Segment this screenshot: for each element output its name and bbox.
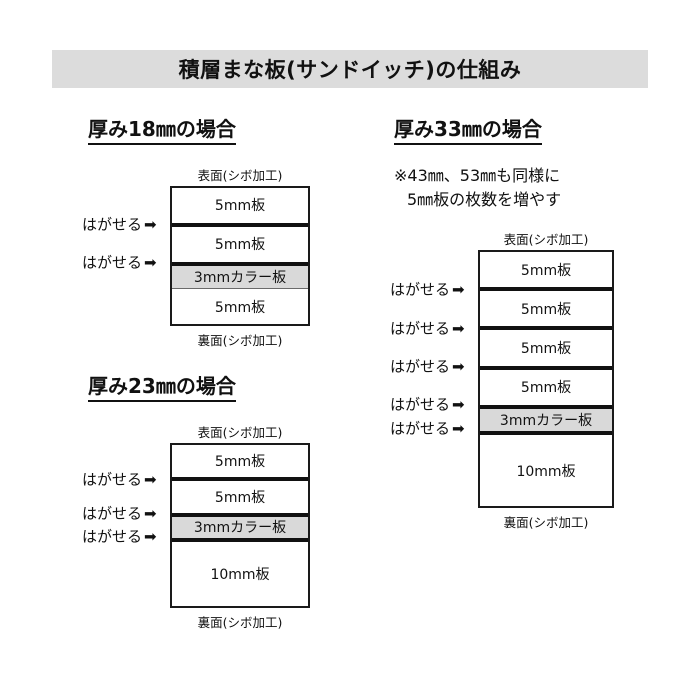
layer-label: 3mmカラー板 — [193, 269, 287, 286]
layer-33mm-4: 5mm板 — [480, 365, 612, 405]
layer-label: 5mm板 — [214, 198, 266, 215]
peel-arrow-icon: ➡ — [452, 419, 465, 438]
peel-arrow-icon: ➡ — [144, 253, 157, 272]
layer-label: 5mm板 — [520, 301, 572, 318]
layer-33mm-3: 5mm板 — [480, 326, 612, 366]
layer-23mm-1: 5mm板 — [172, 445, 308, 478]
layer-label: 5mm板 — [520, 341, 572, 358]
peel-arrow-icon: ➡ — [144, 215, 157, 234]
peel-label-text: はがせる — [82, 470, 143, 489]
layer-18mm-1: 5mm板 — [172, 188, 308, 223]
peel-label-text: はがせる — [82, 527, 143, 546]
peel-label-text: はがせる — [82, 215, 143, 234]
peel-arrow-icon: ➡ — [452, 280, 465, 299]
peel-label-33mm-4: はがせる➡ — [390, 395, 465, 414]
layer-18mm-3: 3mmカラー板 — [172, 261, 308, 289]
layer-stack-23mm: 5mm板 5mm板 3mmカラー板 10mm板 — [170, 443, 310, 608]
layer-33mm-5: 3mmカラー板 — [480, 404, 612, 432]
layer-label: 3mmカラー板 — [499, 413, 593, 430]
peel-label-text: はがせる — [390, 319, 451, 337]
layer-33mm-2: 5mm板 — [480, 287, 612, 327]
peel-label-23mm-1: はがせる➡ — [82, 472, 157, 487]
layer-label: 5mm板 — [214, 490, 266, 507]
layer-label: 5mm板 — [214, 299, 266, 316]
top-face-label-23mm: 表面(シボ加工) — [197, 425, 283, 440]
title-banner: 積層まな板(サンドイッチ)の仕組み — [52, 50, 648, 88]
bottom-face-label-18mm: 裏面(シボ加工) — [197, 333, 283, 348]
layer-33mm-1: 5mm板 — [480, 252, 612, 288]
peel-label-text: はがせる — [390, 419, 451, 438]
bottom-face-label-33mm: 裏面(シボ加工) — [503, 515, 589, 530]
layer-label: 5mm板 — [214, 454, 266, 471]
layer-label: 5mm板 — [214, 237, 266, 254]
peel-label-33mm-3: はがせる➡ — [390, 359, 465, 374]
peel-label-33mm-2: はがせる➡ — [390, 321, 465, 336]
section-heading-33mm: 厚み33㎜の場合 — [394, 118, 542, 145]
bottom-face-label-23mm: 裏面(シボ加工) — [197, 615, 283, 630]
peel-label-18mm-1: はがせる➡ — [82, 215, 157, 234]
peel-label-text: はがせる — [390, 395, 451, 414]
layer-label: 3mmカラー板 — [193, 520, 287, 537]
note-33mm: ※43㎜、53㎜も同様に 5㎜板の枚数を増やす — [394, 164, 561, 212]
top-face-label-33mm: 表面(シボ加工) — [503, 232, 589, 247]
peel-arrow-icon: ➡ — [144, 470, 157, 489]
layer-stack-18mm: 5mm板 5mm板 3mmカラー板 5mm板 — [170, 186, 310, 326]
layer-23mm-2: 5mm板 — [172, 477, 308, 514]
peel-label-text: はがせる — [82, 504, 143, 523]
peel-arrow-icon: ➡ — [144, 504, 157, 523]
note-line-1: ※43㎜、53㎜も同様に — [394, 166, 561, 185]
section-heading-18mm: 厚み18㎜の場合 — [88, 118, 236, 145]
layer-label: 10mm板 — [516, 463, 576, 480]
layer-label: 5mm板 — [520, 380, 572, 397]
layer-33mm-6: 10mm板 — [480, 431, 612, 506]
peel-label-23mm-2: はがせる➡ — [82, 504, 157, 523]
layer-18mm-4: 5mm板 — [172, 288, 308, 324]
layer-18mm-2: 5mm板 — [172, 222, 308, 262]
note-line-2: 5㎜板の枚数を増やす — [407, 190, 562, 209]
peel-arrow-icon: ➡ — [452, 395, 465, 414]
peel-arrow-icon: ➡ — [452, 319, 465, 337]
peel-arrow-icon: ➡ — [144, 527, 157, 546]
section-heading-23mm: 厚み23㎜の場合 — [88, 375, 236, 402]
layer-23mm-3: 3mmカラー板 — [172, 513, 308, 538]
peel-label-18mm-2: はがせる➡ — [82, 255, 157, 270]
peel-label-33mm-1: はがせる➡ — [390, 280, 465, 299]
peel-arrow-icon: ➡ — [452, 357, 465, 376]
peel-label-text: はがせる — [390, 357, 451, 376]
top-face-label-18mm: 表面(シボ加工) — [197, 168, 283, 183]
layer-stack-33mm: 5mm板 5mm板 5mm板 5mm板 3mmカラー板 10mm板 — [478, 250, 614, 508]
page-title: 積層まな板(サンドイッチ)の仕組み — [178, 58, 522, 82]
peel-label-text: はがせる — [390, 280, 451, 299]
layer-23mm-4: 10mm板 — [172, 537, 308, 606]
peel-label-33mm-5: はがせる➡ — [390, 419, 465, 438]
peel-label-text: はがせる — [82, 253, 143, 272]
peel-label-23mm-3: はがせる➡ — [82, 529, 157, 544]
layer-label: 5mm板 — [520, 262, 572, 279]
layer-label: 10mm板 — [210, 566, 270, 583]
